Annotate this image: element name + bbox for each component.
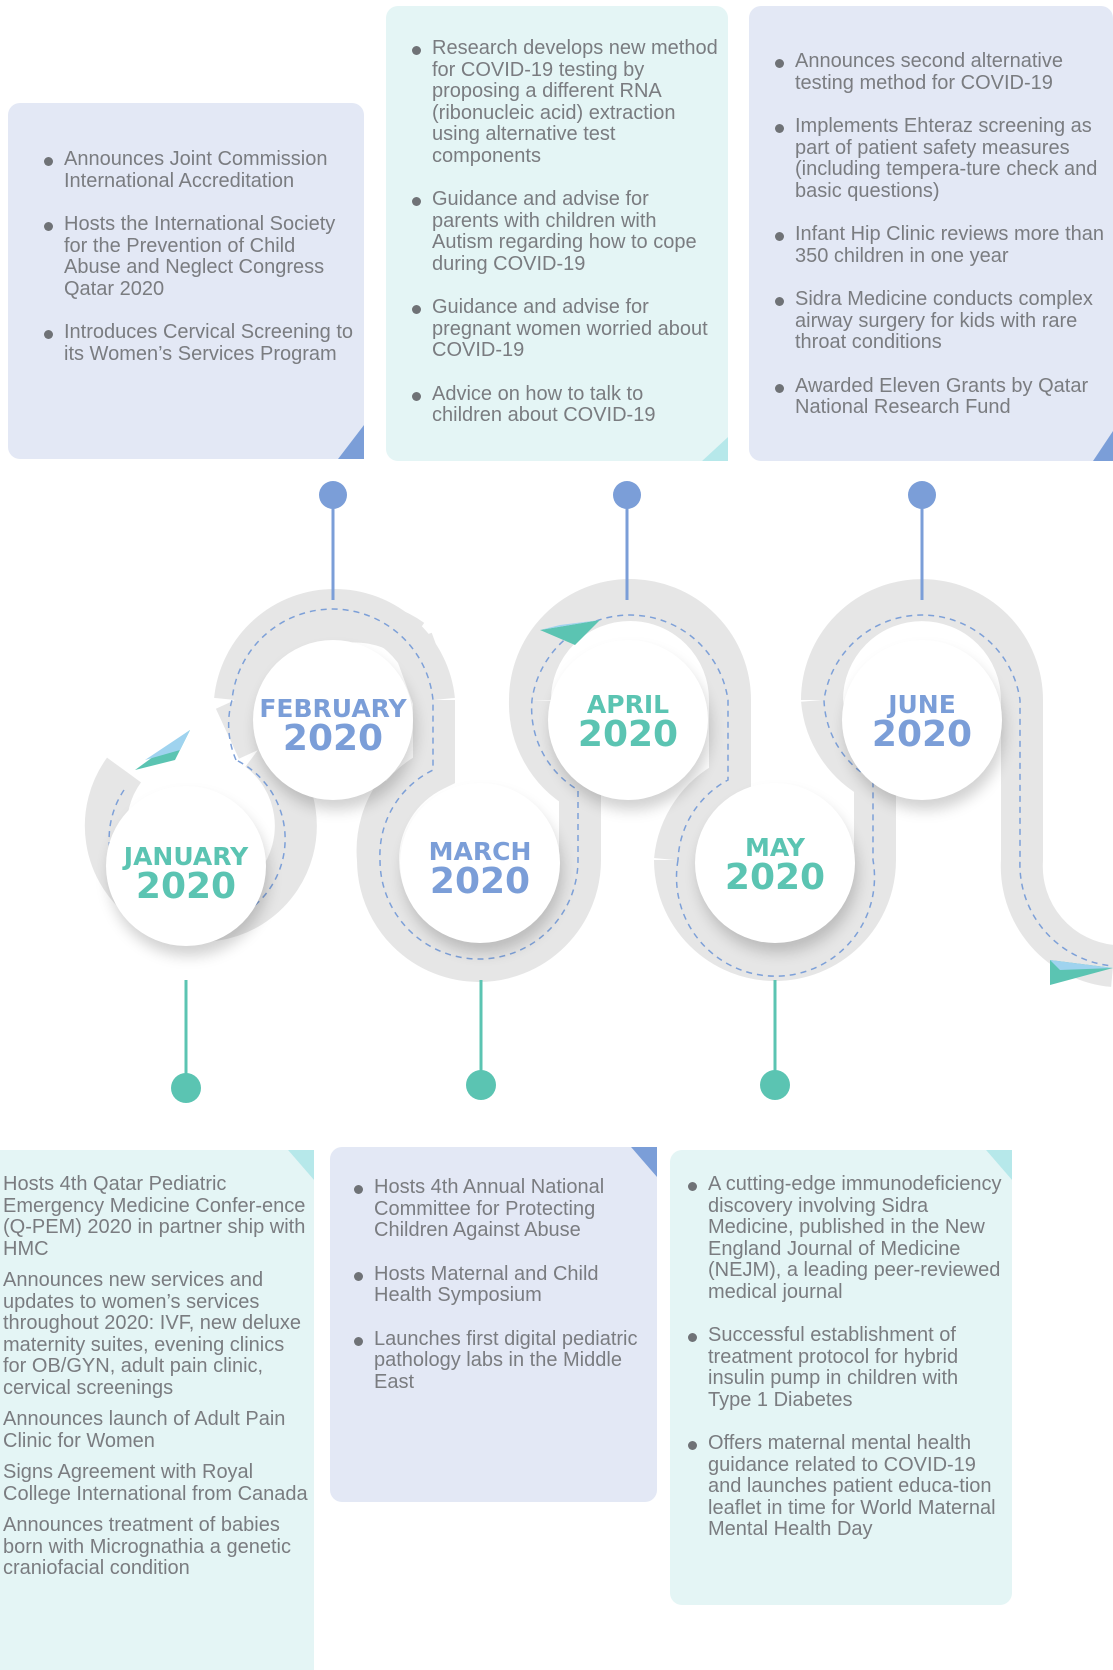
march-events-box: Hosts 4th Annual National Committee for … <box>330 1147 657 1502</box>
paper-plane-icon <box>135 730 190 770</box>
paper-plane-icon <box>540 620 600 645</box>
node-february <box>319 481 347 509</box>
june-events-list: Announces second alternative testing met… <box>775 50 1107 419</box>
month-label: JUNE <box>888 690 956 719</box>
road-segment-apr <box>509 579 751 701</box>
list-item: Implements Ehteraz screening as part of … <box>775 115 1107 202</box>
year-label: 2020 <box>577 714 679 755</box>
road-segment-may <box>654 859 896 981</box>
april-events-box: Research develops new method for COVID-1… <box>386 6 728 461</box>
list-item: Infant Hip Clinic reviews more than 350 … <box>775 223 1107 267</box>
may-events-list: A cutting-edge immunodeficiency discover… <box>688 1173 1004 1541</box>
month-june: JUNE 2020 <box>842 640 1002 800</box>
month-may: MAY 2020 <box>695 783 855 943</box>
road-segment-mar <box>357 859 601 982</box>
month-april: APRIL 2020 <box>548 640 708 800</box>
month-label: APRIL <box>586 690 670 719</box>
list-item: Announces second alternative testing met… <box>775 50 1107 94</box>
month-february: FEBRUARY 2020 <box>253 640 413 800</box>
year-label: 2020 <box>282 718 384 759</box>
list-item: Guidance and advise for parents with chi… <box>412 188 718 275</box>
list-item: Hosts 4th Qatar Pediatric Emergency Medi… <box>3 1173 306 1260</box>
node-june <box>908 481 936 509</box>
node-march <box>466 1070 496 1100</box>
month-label: JANUARY <box>123 842 249 871</box>
list-item: Launches first digital pediatric patholo… <box>354 1328 649 1394</box>
list-item: Announces new services and updates to wo… <box>3 1269 301 1399</box>
list-item: Hosts the International Society for the … <box>44 213 354 300</box>
road-segment-end <box>1000 700 1113 987</box>
february-events-list: Announces Joint Commission International… <box>44 148 354 365</box>
list-item: Successful establishment of treatment pr… <box>688 1324 1004 1411</box>
list-item: Introduces Cervical Screening to its Wom… <box>44 321 354 365</box>
list-item: Guidance and advise for pregnant women w… <box>412 296 718 362</box>
paper-plane-icon <box>1050 960 1113 985</box>
month-label: MAY <box>745 833 805 862</box>
list-item: Signs Agreement with Royal College Inter… <box>3 1461 308 1505</box>
month-january: JANUARY 2020 <box>106 786 266 946</box>
list-item: Announces launch of Adult Pain Clinic fo… <box>3 1408 286 1452</box>
list-item: Announces Joint Commission International… <box>44 148 354 192</box>
node-january <box>171 1073 201 1103</box>
list-item: Advice on how to talk to children about … <box>412 383 718 427</box>
may-events-box: A cutting-edge immunodeficiency discover… <box>670 1150 1012 1605</box>
month-march: MARCH 2020 <box>400 783 560 943</box>
february-events-box: Announces Joint Commission International… <box>8 103 364 459</box>
year-label: 2020 <box>135 866 237 907</box>
year-label: 2020 <box>429 861 531 902</box>
year-label: 2020 <box>871 714 973 755</box>
node-april <box>613 481 641 509</box>
list-item: Hosts 4th Annual National Committee for … <box>354 1176 649 1242</box>
list-item: Hosts Maternal and Child Health Symposiu… <box>354 1263 649 1307</box>
list-item: Offers maternal mental health guidance r… <box>688 1432 1004 1541</box>
node-may <box>760 1070 790 1100</box>
january-events-list: Hosts 4th Qatar Pediatric Emergency Medi… <box>3 1173 308 1580</box>
month-label: FEBRUARY <box>259 694 407 723</box>
list-item: Awarded Eleven Grants by Qatar National … <box>775 375 1107 419</box>
list-item: Announces treatment of babies born with … <box>3 1514 291 1579</box>
year-label: 2020 <box>724 857 826 898</box>
april-events-list: Research develops new method for COVID-1… <box>412 37 718 427</box>
january-events-box: Hosts 4th Qatar Pediatric Emergency Medi… <box>0 1150 314 1670</box>
june-events-box: Announces second alternative testing met… <box>749 6 1113 461</box>
month-label: MARCH <box>428 837 532 866</box>
list-item: A cutting-edge immunodeficiency discover… <box>688 1173 1004 1303</box>
list-item: Research develops new method for COVID-1… <box>412 37 718 167</box>
march-events-list: Hosts 4th Annual National Committee for … <box>354 1176 649 1394</box>
list-item: Sidra Medicine conducts complex airway s… <box>775 288 1107 354</box>
